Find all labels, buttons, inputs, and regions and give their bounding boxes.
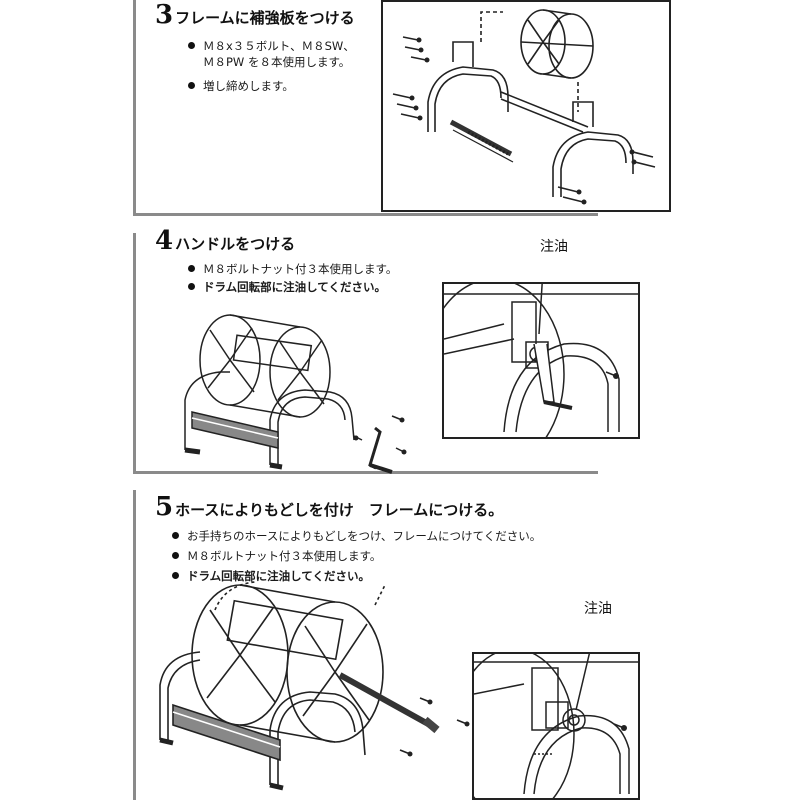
step-4-bullet-2: ドラム回転部に注油してください。 xyxy=(188,279,397,295)
swivel-assembly-drawing xyxy=(159,581,470,791)
swivel-assembly-diagram xyxy=(145,580,475,795)
oil-label-step-4: 注油 xyxy=(540,239,568,255)
step-3-number: 3 xyxy=(155,0,174,30)
bullet-icon xyxy=(188,82,195,89)
step-5-bullet-3: ドラム回転部に注油してください。 xyxy=(172,568,541,584)
bullet-icon xyxy=(172,552,179,559)
bullet-icon xyxy=(188,265,195,272)
bullet-icon xyxy=(188,283,195,290)
step-3-bullet-2-text: 増し締めします。 xyxy=(203,79,294,93)
step-5-bullet-3-text: ドラム回転部に注油してください。 xyxy=(187,569,370,583)
step-3-bullet-1-text: Ｍ８x３５ボルト、Ｍ８SW、 Ｍ８PW を８本使用します。 xyxy=(203,39,355,69)
frame-reinforcement-diagram xyxy=(381,0,671,212)
step-4-bullets: Ｍ８ボルトナット付３本使用します。 ドラム回転部に注油してください。 xyxy=(188,261,397,295)
section-4-divider-horizontal xyxy=(133,471,598,474)
step-3-bullet-2: 増し締めします。 xyxy=(188,78,355,94)
step-4-bullet-2-text: ドラム回転部に注油してください。 xyxy=(203,280,386,294)
step-5-bullet-2-text: Ｍ８ボルトナット付３本使用します。 xyxy=(187,549,382,563)
step-4-number: 4 xyxy=(155,226,174,256)
bullet-icon xyxy=(172,532,179,539)
section-5-divider-vertical xyxy=(133,490,136,800)
section-3-divider-vertical xyxy=(133,0,136,215)
oil-point-closeup-2 xyxy=(472,652,640,800)
section-3-divider-horizontal xyxy=(133,213,598,216)
oil-point-closeup-drawing xyxy=(444,284,638,437)
step-3-title: フレームに補強板をつける xyxy=(175,9,355,27)
bullet-icon xyxy=(172,572,179,579)
frame-reinforcement-drawing xyxy=(392,9,656,205)
oil-label-step-5: 注油 xyxy=(584,601,612,617)
handle-assembly-diagram xyxy=(170,300,420,480)
step-4-heading: 4 ハンドルをつける xyxy=(155,226,295,256)
step-3-heading: 3 フレームに補強板をつける xyxy=(155,0,355,30)
step-4-bullet-1: Ｍ８ボルトナット付３本使用します。 xyxy=(188,261,397,277)
bullet-icon xyxy=(188,42,195,49)
step-4-title: ハンドルをつける xyxy=(175,235,296,253)
section-4-divider-vertical xyxy=(133,233,136,473)
step-5-number: 5 xyxy=(155,492,174,522)
step-5-bullets: お手持ちのホースによりもどしをつけ、フレームにつけてください。 Ｍ８ボルトナット… xyxy=(172,528,541,584)
step-5-bullet-2: Ｍ８ボルトナット付３本使用します。 xyxy=(172,548,541,564)
step-5-bullet-1: お手持ちのホースによりもどしをつけ、フレームにつけてください。 xyxy=(172,528,541,544)
step-4-bullet-1-text: Ｍ８ボルトナット付３本使用します。 xyxy=(203,262,398,276)
handle-assembly-drawing xyxy=(184,314,407,474)
step-5-title: ホースによりもどしを付け フレームにつける。 xyxy=(175,501,504,519)
oil-point-closeup xyxy=(442,282,640,439)
oil-point-closeup-2-drawing xyxy=(474,654,638,798)
step-5-heading: 5 ホースによりもどしを付け フレームにつける。 xyxy=(155,492,503,522)
step-3-bullet-1: Ｍ８x３５ボルト、Ｍ８SW、 Ｍ８PW を８本使用します。 xyxy=(188,38,355,70)
step-5-bullet-1-text: お手持ちのホースによりもどしをつけ、フレームにつけてください。 xyxy=(187,529,542,543)
step-3-bullets: Ｍ８x３５ボルト、Ｍ８SW、 Ｍ８PW を８本使用します。 増し締めします。 xyxy=(188,38,355,94)
